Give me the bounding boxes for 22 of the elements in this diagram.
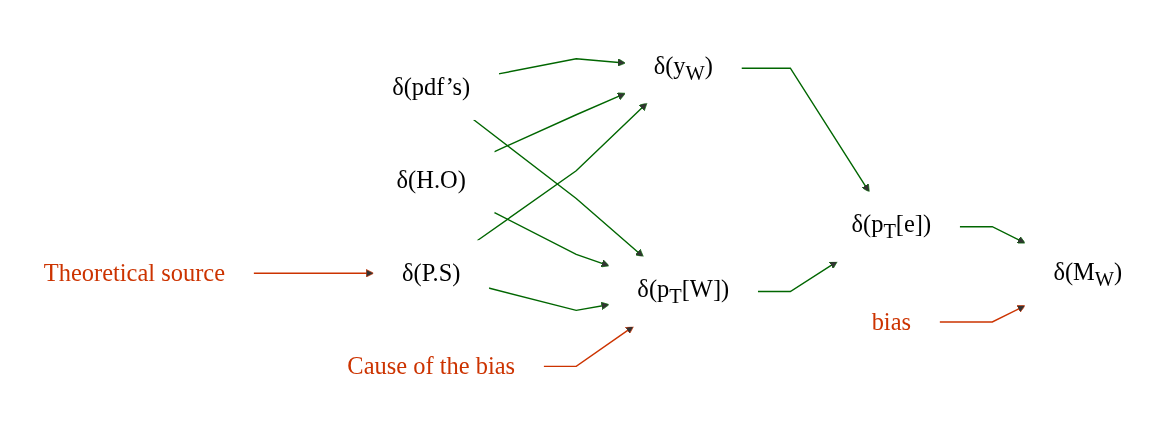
arrow <box>472 119 644 258</box>
node-text: δ(M$_{W}$) <box>1053 258 1123 291</box>
arrow <box>476 102 648 242</box>
node-text: δ(p$_{T}$[e]) <box>851 211 932 244</box>
arrow <box>493 92 626 153</box>
arrow <box>497 58 626 75</box>
node-text: δ(pdf’s) <box>392 73 471 101</box>
node-text: δ(H.O) <box>396 166 466 195</box>
arrow <box>756 261 838 293</box>
node-text: Cause of the bias <box>347 353 516 381</box>
arrow <box>740 67 870 193</box>
arrow <box>958 226 1026 244</box>
node-text: bias <box>871 308 912 336</box>
arrow <box>487 287 610 312</box>
node-text: δ(y$_{W}$) <box>653 52 713 85</box>
arrow <box>493 211 610 268</box>
arrow <box>542 326 635 368</box>
arrow <box>938 305 1026 324</box>
arrow <box>252 269 375 278</box>
node-text: δ(P.S) <box>401 259 461 288</box>
node-text: Theoretical source <box>43 259 226 288</box>
node-text: δ(p$_{T}$[W]) <box>637 276 730 309</box>
